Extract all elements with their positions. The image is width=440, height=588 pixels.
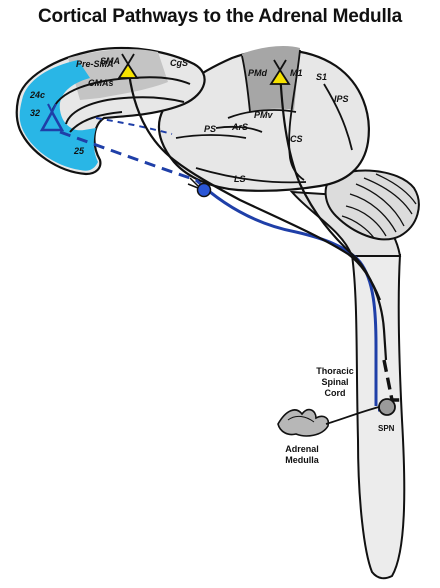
lateral-hemisphere (157, 48, 370, 192)
label-s1: S1 (316, 72, 327, 82)
medial-blue-region (19, 60, 99, 171)
label-25: 25 (73, 146, 85, 156)
label-pre-sma: Pre-SMA (76, 59, 114, 69)
label-spn: SPN (378, 424, 395, 433)
label-cgs: CgS (170, 58, 188, 68)
splanchnic-nerve (325, 406, 380, 425)
frontal-gray-region (68, 49, 168, 100)
label-32: 32 (30, 108, 40, 118)
label-medulla: Medulla (285, 455, 319, 465)
label-ps: PS (204, 124, 216, 134)
label-ars: ArS (231, 122, 248, 132)
blue-pathway-dashed (59, 130, 197, 182)
motor-region (242, 46, 300, 112)
lateral-sulci (175, 49, 353, 184)
label-cmas: CMAs (88, 78, 114, 88)
m1-neuron (269, 68, 291, 85)
motor-tract-m1 (278, 69, 388, 361)
label-adrenal: Adrenal (285, 444, 319, 454)
diagram-title: Cortical Pathways to the Adrenal Medulla (38, 6, 402, 27)
label-spinal: Spinal (321, 377, 348, 387)
corpus-callosum (65, 96, 185, 133)
label-ips: IPS (334, 94, 349, 104)
label-pmv: PMv (254, 110, 274, 120)
motor-tract-sma (126, 63, 382, 301)
label-thoracic: Thoracic (316, 366, 354, 376)
adrenal-medulla-shape (277, 408, 330, 437)
label-ls: LS (234, 174, 246, 184)
label-cs: CS (290, 134, 303, 144)
label-m1: M1 (290, 68, 303, 78)
blue-neuron-32 (39, 109, 65, 132)
brainstem-relay-neuron (196, 182, 212, 198)
spn-neuron (378, 398, 396, 416)
blue-pathway-medial (95, 117, 173, 135)
cerebellum-folia (341, 173, 417, 239)
label-pmd: PMd (248, 68, 268, 78)
label-cord: Cord (325, 388, 346, 398)
label-sma: SMA (100, 56, 120, 66)
label-24c: 24c (29, 90, 45, 100)
sma-neuron (117, 62, 139, 79)
spinal-cord (350, 254, 406, 580)
